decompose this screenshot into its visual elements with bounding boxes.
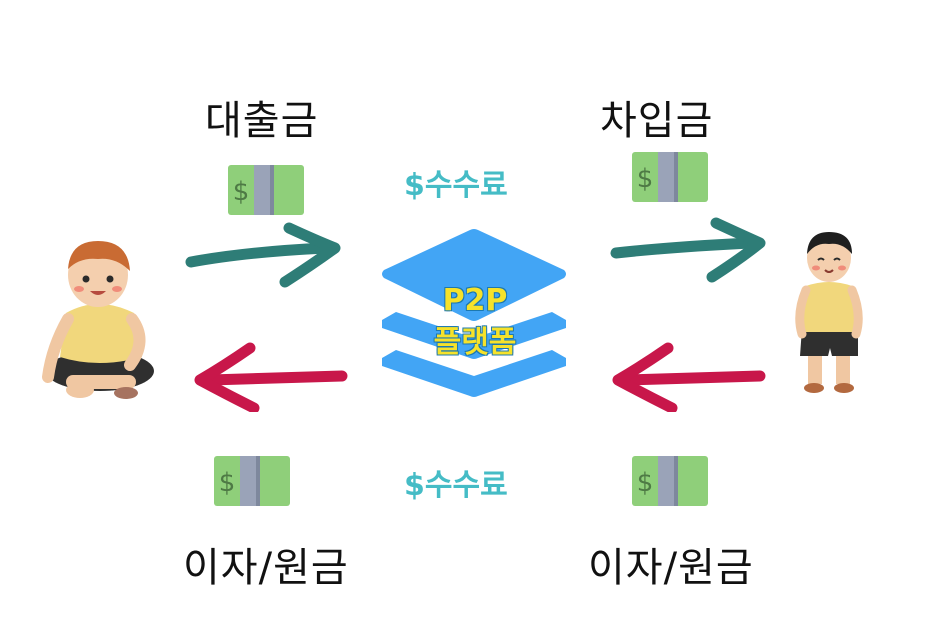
loan-label: 대출금	[205, 98, 319, 144]
fee-label-bottom: $수수료	[404, 468, 508, 503]
borrower-person-icon	[795, 232, 863, 393]
borrowing-label: 차입금	[600, 98, 714, 144]
lender-person-icon	[42, 241, 154, 399]
money-bill-icon: $	[632, 456, 708, 506]
interest-principal-label-right: 이자/원금	[588, 545, 754, 591]
arrow-right-icon	[610, 217, 766, 283]
layers-icon	[382, 229, 566, 397]
platform-title: P2P	[442, 283, 508, 318]
arrow-left-icon	[612, 342, 766, 412]
money-bill-icon: $	[632, 152, 708, 202]
platform-subtitle: 플랫폼	[433, 325, 517, 360]
svg-text:$: $	[637, 468, 654, 498]
interest-principal-label-left: 이자/원금	[183, 545, 349, 591]
svg-text:$: $	[233, 177, 250, 207]
svg-text:$: $	[219, 468, 236, 498]
svg-text:$: $	[637, 164, 654, 194]
arrow-right-icon	[185, 222, 341, 288]
money-bill-icon: $	[214, 456, 290, 506]
money-bill-icon: $	[228, 165, 304, 215]
fee-label-top: $수수료	[404, 168, 508, 203]
arrow-left-icon	[194, 342, 348, 412]
